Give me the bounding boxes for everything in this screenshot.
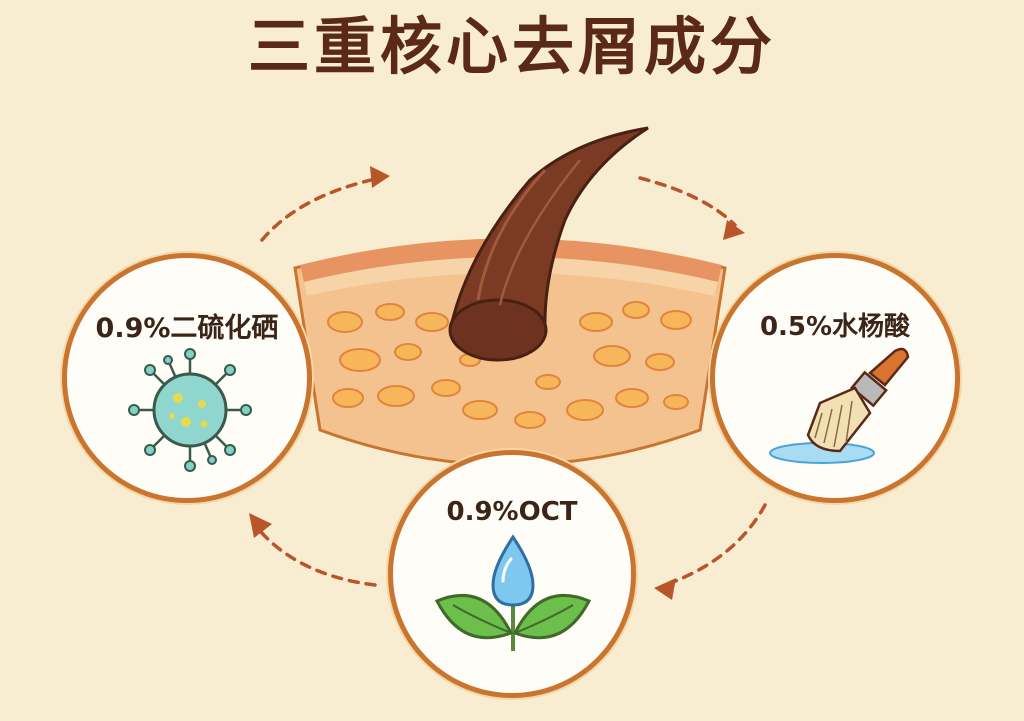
ingredient-card-salicylic: 0.5%水杨酸 <box>710 253 960 503</box>
arrow-bottom-to-left <box>253 523 377 587</box>
arrowhead-left <box>249 513 272 538</box>
skin-layer-second <box>304 257 718 296</box>
ingredient-label: 0.5%水杨酸 <box>759 312 911 342</box>
arrow-left-to-top <box>260 176 382 242</box>
arrowhead-bottom <box>654 578 676 600</box>
arrow-right-to-bottom <box>663 503 767 587</box>
ingredient-card-oct: 0.9%OCT <box>388 450 636 698</box>
ingredient-label: 0.9%二硫化硒 <box>95 313 279 344</box>
hair-strand <box>448 126 649 362</box>
cycle-arrows <box>253 176 767 587</box>
brush-icon <box>769 347 910 464</box>
arrow-top-to-right <box>638 176 737 227</box>
water-drop-leaf-icon <box>434 534 592 651</box>
skin-cells <box>327 301 692 429</box>
ingredient-card-selenium: 0.9%二硫化硒 <box>62 253 312 503</box>
microbe-icon <box>128 348 252 472</box>
page-title: 三重核心去屑成分 <box>247 10 776 83</box>
arrow-heads <box>249 166 745 600</box>
arrowhead-top <box>370 166 390 188</box>
skin-layer-top <box>300 238 722 282</box>
arrowhead-right <box>723 220 745 240</box>
ingredient-label: 0.9%OCT <box>446 497 578 527</box>
